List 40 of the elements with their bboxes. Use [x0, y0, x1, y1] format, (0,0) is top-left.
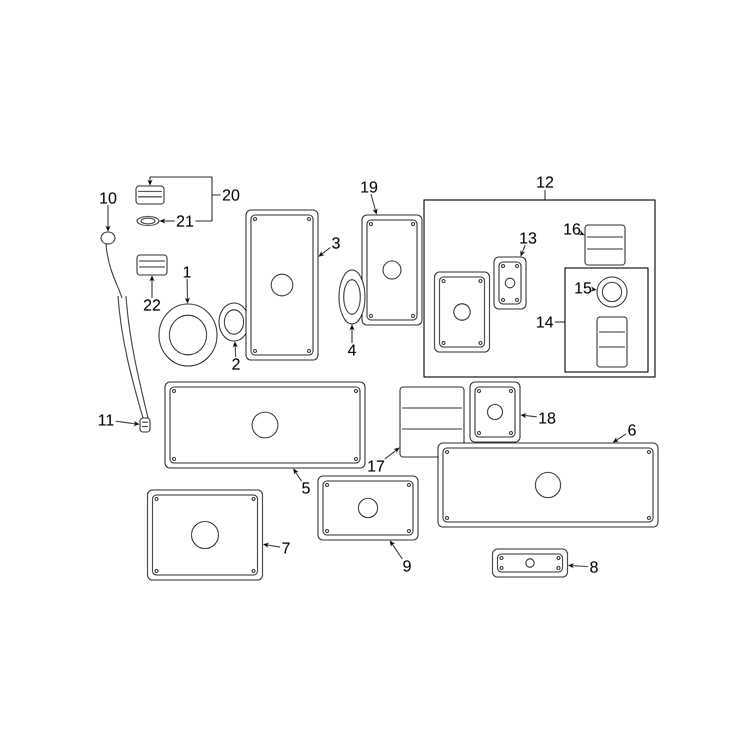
leader-line	[194, 194, 212, 222]
callout-number: 17	[368, 460, 384, 472]
callout-number: 5	[302, 482, 310, 494]
callout-number: 10	[100, 192, 116, 204]
dipstick-drawing	[100, 232, 122, 298]
part-drawing	[596, 316, 628, 368]
part-drawing	[470, 382, 520, 442]
part-drawing	[318, 476, 418, 540]
callout-number: 21	[176, 215, 194, 227]
part-drawing	[584, 224, 626, 266]
part-drawing	[434, 272, 490, 352]
seal-drawing	[338, 270, 366, 324]
callout-number: 3	[332, 237, 340, 249]
callout-number: 2	[232, 358, 240, 370]
callout-number: 22	[144, 299, 160, 311]
part-drawing	[492, 548, 568, 578]
callout-number: 19	[361, 181, 378, 193]
callout-number: 20	[222, 189, 240, 201]
part-drawing	[147, 490, 263, 580]
part-drawing	[164, 382, 366, 468]
callout-number: 9	[403, 560, 411, 572]
part-drawing	[136, 186, 164, 204]
callout-number: 15	[575, 282, 592, 294]
callout-number: 18	[539, 412, 556, 424]
part-drawing	[494, 256, 526, 310]
callout-number: 4	[348, 344, 356, 356]
callout-number: 8	[590, 561, 598, 573]
callout-number: 16	[564, 223, 580, 235]
seal-drawing	[136, 216, 160, 226]
callout-number: 6	[628, 424, 636, 436]
node-label: 12	[537, 176, 554, 188]
part-drawing	[400, 386, 464, 458]
callout-number: 1	[184, 266, 191, 278]
part-drawing	[136, 254, 168, 276]
callout-number: 7	[282, 542, 290, 554]
node-label: 14	[537, 316, 554, 328]
callout-number: 11	[98, 414, 114, 426]
callout-number: 13	[520, 232, 536, 244]
seal-drawing	[596, 276, 628, 308]
part-drawing	[438, 442, 658, 528]
